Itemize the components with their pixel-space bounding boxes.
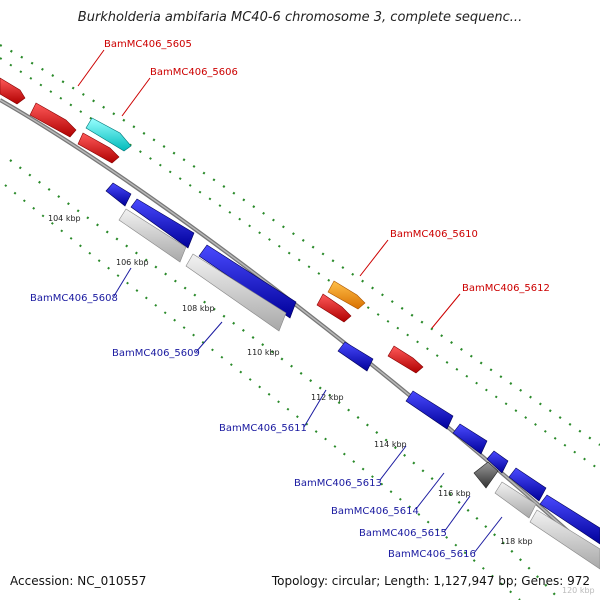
tick-label: 116 kbp (438, 489, 471, 498)
gene-label[interactable]: BamMC406_5605 (104, 39, 192, 50)
accession-text: Accession: NC_010557 (10, 574, 147, 588)
gene-label[interactable]: BamMC406_5613 (294, 478, 382, 489)
gene-feature[interactable] (387, 345, 424, 374)
gene-label[interactable]: BamMC406_5608 (30, 293, 118, 304)
forward-strand-genes (0, 77, 424, 374)
gene-label[interactable]: BamMC406_5615 (359, 528, 447, 539)
gene-feature[interactable] (130, 198, 195, 249)
gene-labels: BamMC406_5605 BamMC406_5606 BamMC406_561… (30, 39, 550, 560)
label-leaders (77, 49, 503, 554)
gene-label[interactable]: BamMC406_5611 (219, 423, 307, 434)
tick-label: 120 kbp (562, 586, 595, 595)
gene-feature[interactable] (327, 280, 366, 310)
gene-feature[interactable] (539, 494, 600, 545)
gene-feature[interactable] (337, 341, 374, 372)
tick-label: 108 kbp (182, 304, 215, 313)
tick-label: 114 kbp (374, 440, 407, 449)
outer-dotted-track (0, 44, 600, 600)
gene-feature[interactable] (405, 390, 454, 430)
gene-label[interactable]: BamMC406_5610 (390, 229, 478, 240)
gene-feature[interactable] (85, 117, 132, 152)
composition-track (118, 208, 600, 570)
tick-label: 104 kbp (48, 214, 81, 223)
tick-label: 112 kbp (311, 393, 344, 402)
map-title: Burkholderia ambifaria MC40-6 chromosome… (77, 10, 523, 25)
gene-feature[interactable] (452, 423, 488, 455)
tick-label: 110 kbp (247, 348, 280, 357)
gene-feature[interactable] (316, 293, 352, 323)
gene-feature[interactable] (77, 132, 120, 164)
tick-labels: 104 kbp 106 kbp 108 kbp 110 kbp 112 kbp … (48, 214, 595, 595)
gene-feature[interactable] (105, 182, 132, 207)
gene-feature[interactable] (486, 450, 509, 474)
gene-feature[interactable] (0, 77, 26, 105)
gene-label[interactable]: BamMC406_5612 (462, 283, 550, 294)
gene-label[interactable]: BamMC406_5606 (150, 67, 238, 78)
gene-label[interactable]: BamMC406_5614 (331, 506, 419, 517)
gene-feature[interactable] (508, 467, 547, 502)
tick-label: 118 kbp (500, 537, 533, 546)
reverse-strand-genes (105, 182, 600, 545)
tick-label: 106 kbp (116, 258, 149, 267)
topology-text: Topology: circular; Length: 1,127,947 bp… (271, 574, 590, 588)
gene-feature[interactable] (29, 102, 77, 138)
gene-label[interactable]: BamMC406_5609 (112, 348, 200, 359)
gene-label[interactable]: BamMC406_5616 (388, 549, 476, 560)
gene-feature[interactable] (473, 461, 499, 489)
